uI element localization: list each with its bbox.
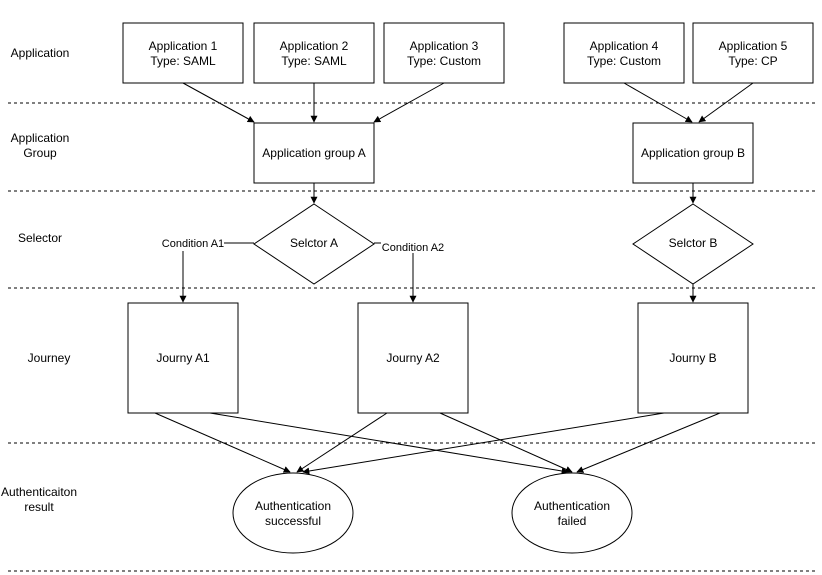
edge-journey-a2-to-success bbox=[296, 412, 388, 473]
label-line: Authenticaiton bbox=[1, 485, 77, 499]
application-3-box bbox=[383, 22, 505, 84]
edge-journey-a1-to-success bbox=[154, 412, 291, 473]
selector-a-diamond bbox=[253, 203, 375, 285]
journey-a2-box bbox=[357, 302, 469, 414]
journey-a1-box bbox=[127, 302, 239, 414]
label-line: Application 1 bbox=[149, 39, 218, 53]
condition-a1-label: Condition A1 bbox=[162, 238, 224, 250]
authentication-successful-ellipse bbox=[232, 472, 354, 554]
authentication-failed-ellipse bbox=[511, 472, 633, 554]
edge-journey-b-to-success bbox=[302, 412, 665, 475]
condition-a2-label: Condition A2 bbox=[382, 242, 444, 254]
label-line: Authentication bbox=[534, 499, 610, 513]
edge-journey-b-to-failed bbox=[576, 412, 721, 473]
application-group-a-box bbox=[253, 122, 375, 184]
edge-app3-to-group-a bbox=[373, 82, 445, 123]
application-group-b-box bbox=[632, 122, 754, 184]
selector-b-diamond bbox=[632, 203, 754, 285]
label-line: Application bbox=[11, 131, 70, 145]
journey-b-box bbox=[637, 302, 749, 414]
label-line: failed bbox=[558, 514, 587, 528]
application-2-box bbox=[253, 22, 375, 84]
lane-label-application: Application bbox=[11, 46, 70, 60]
lane-label-selector: Selector bbox=[18, 231, 62, 245]
edge-journey-a2-to-failed bbox=[439, 412, 573, 473]
label-line: Type: SAML bbox=[150, 54, 216, 68]
label-line: Type: Custom bbox=[587, 54, 661, 68]
journey-a2-label: Journy A2 bbox=[386, 351, 440, 365]
selector-b-label: Selctor B bbox=[669, 236, 718, 250]
application-group-a-label: Application group A bbox=[262, 146, 365, 160]
label-line: Group bbox=[23, 146, 57, 160]
label-line: Application 2 bbox=[280, 39, 349, 53]
application-group-b-label: Application group B bbox=[641, 146, 745, 160]
label-line: Type: SAML bbox=[281, 54, 347, 68]
edge-journey-a1-to-failed bbox=[209, 412, 569, 475]
label-line: result bbox=[24, 500, 54, 514]
edge-app5-to-group-b bbox=[698, 82, 754, 123]
lane-label-journey: Journey bbox=[28, 351, 71, 365]
label-line: Type: CP bbox=[728, 54, 777, 68]
selector-a-label: Selctor A bbox=[290, 236, 338, 250]
journey-b-label: Journy B bbox=[669, 351, 716, 365]
journey-a1-label: Journy A1 bbox=[156, 351, 210, 365]
application-1-box bbox=[122, 22, 244, 84]
edge-app1-to-group-a bbox=[182, 82, 255, 123]
label-line: successful bbox=[265, 514, 321, 528]
label-line: Application 3 bbox=[410, 39, 479, 53]
label-line: Type: Custom bbox=[407, 54, 481, 68]
label-line: Authentication bbox=[255, 499, 331, 513]
label-line: Application 5 bbox=[719, 39, 788, 53]
application-5-box bbox=[692, 22, 814, 84]
label-line: Application 4 bbox=[590, 39, 659, 53]
edge-app4-to-group-b bbox=[623, 82, 693, 123]
application-4-box bbox=[563, 22, 685, 84]
